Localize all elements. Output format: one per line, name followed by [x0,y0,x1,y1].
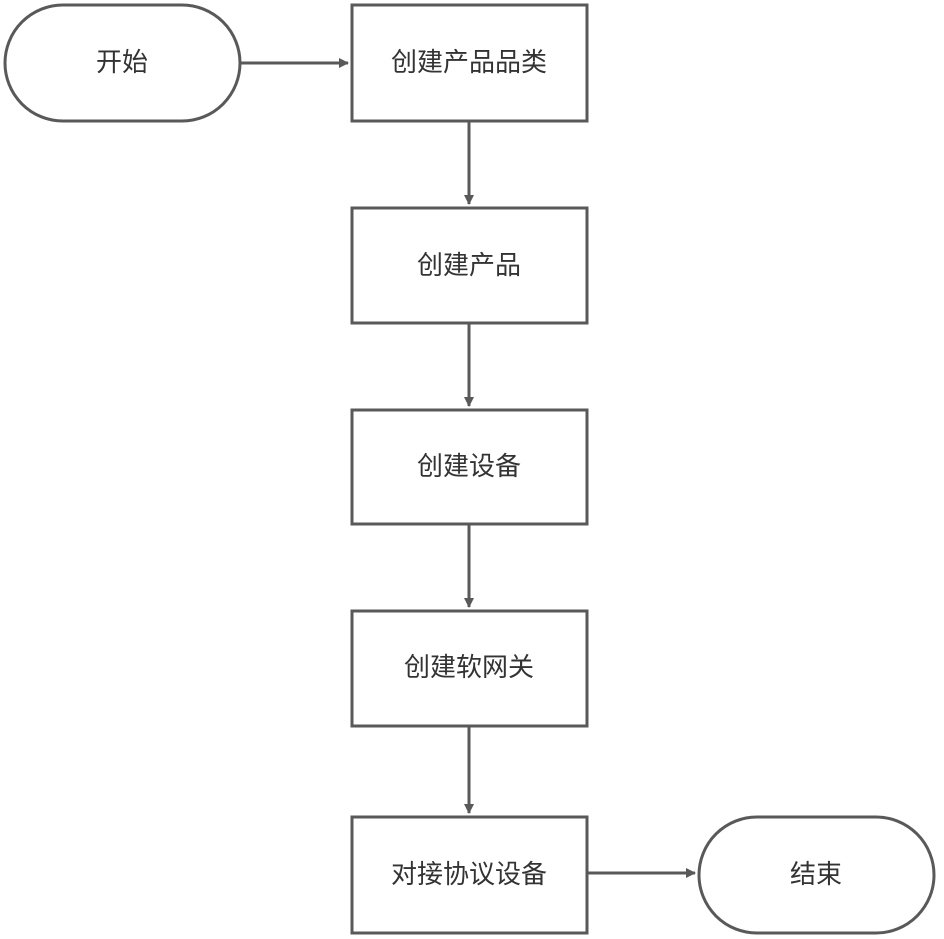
step-node-label: 创建产品 [417,251,521,281]
start-node: 开始 [3,3,242,123]
step-node: 创建产品 [350,206,589,325]
step-node-label: 创建产品品类 [391,48,547,78]
step-node-label: 对接协议设备 [391,860,547,890]
step-node: 对接协议设备 [350,815,589,935]
step-node: 创建设备 [350,408,589,526]
end-node: 结束 [697,815,936,935]
step-node: 创建软网关 [350,609,589,728]
step-node-shape [350,206,589,325]
step-node-shape [350,815,589,935]
start-node-label: 开始 [96,48,148,78]
step-node-shape [350,408,589,526]
connectors [240,58,696,878]
end-node-shape [697,815,936,935]
step-node: 创建产品品类 [350,3,589,123]
start-node-shape [3,3,242,123]
end-node-label: 结束 [790,860,842,890]
step-node-shape [350,3,589,123]
step-node-shape [350,609,589,728]
step-node-label: 创建设备 [417,452,521,482]
step-node-label: 创建软网关 [404,653,534,683]
